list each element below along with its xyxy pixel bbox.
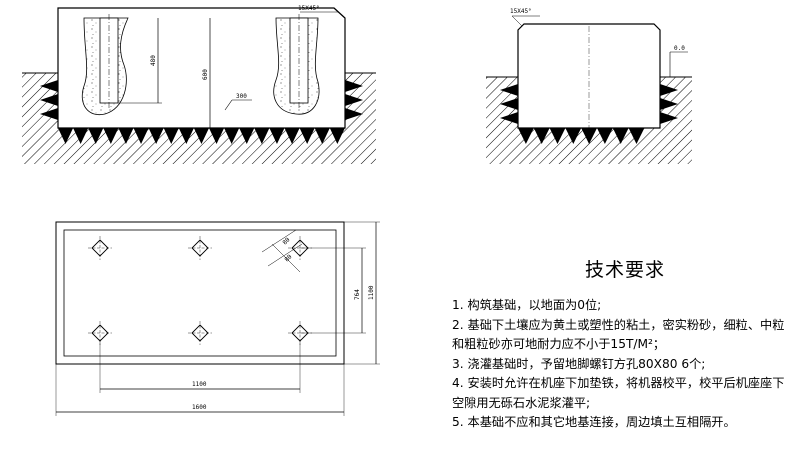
dim-1100-text: 1100 xyxy=(192,381,207,388)
right-elev-left-teeth xyxy=(500,84,518,124)
bottom-tooth xyxy=(597,128,613,144)
bottom-tooth xyxy=(314,128,330,144)
dim-width-text: 1100 xyxy=(368,285,375,300)
dim-80-text-b: 80 xyxy=(283,253,293,263)
bottom-tooth xyxy=(88,128,104,144)
bottom-tooth xyxy=(565,128,582,144)
right-side-teeth xyxy=(345,80,363,120)
dim-80-line-c xyxy=(271,243,301,273)
plan-view: 764 1100 80 80 1100 1600 xyxy=(55,221,380,416)
right-chamfer-label: 15X45° xyxy=(510,8,532,15)
plan-holes xyxy=(88,236,312,345)
left-side-teeth xyxy=(40,80,58,120)
note-line-4: 3. 浇灌基础时，予留地脚螺钉方孔80X80 6个; xyxy=(452,356,706,371)
bottom-tooth xyxy=(518,128,534,144)
bottom-tooth xyxy=(329,128,345,144)
bottom-tooth xyxy=(581,128,597,144)
note-line-1: 1. 构筑基础，以地面为0位; xyxy=(452,298,602,312)
bottom-tooth xyxy=(193,128,209,144)
dim-480-text: 480 xyxy=(150,55,157,66)
dim-1600-text: 1600 xyxy=(192,404,207,411)
note-line-7: 5. 本基础不应和其它地基连接，周边填土互相隔开。 xyxy=(452,415,736,429)
left-bottom-teeth xyxy=(58,128,345,144)
right-elev-bottom-teeth xyxy=(518,128,645,144)
bottom-tooth xyxy=(133,128,149,144)
notes-title: 技术要求 xyxy=(585,259,666,281)
note-line-6: 空隙用无砾石水泥浆灌平; xyxy=(452,395,591,410)
bottom-tooth xyxy=(58,128,74,144)
bottom-tooth xyxy=(148,128,164,144)
bottom-tooth xyxy=(163,128,179,144)
right-ground-hatch xyxy=(486,77,692,164)
bottom-tooth xyxy=(269,128,285,144)
dim-764-text: 764 xyxy=(354,289,361,300)
bottom-tooth xyxy=(224,128,240,144)
bottom-tooth xyxy=(239,128,255,144)
plan-inner-rect xyxy=(63,229,337,357)
right-chamfer-leader-a xyxy=(511,15,523,27)
note-line-3: 和粗粒砂亦可地耐力应不小于15T/M²； xyxy=(452,337,666,351)
bottom-tooth xyxy=(284,128,300,144)
dim-80-line-b xyxy=(267,243,303,267)
bottom-tooth xyxy=(299,128,315,144)
dim-300-leader xyxy=(224,99,233,111)
bottom-tooth xyxy=(209,128,225,144)
bottom-tooth xyxy=(103,128,119,144)
note-line-5: 4. 安装时允许在机座下加垫铁，将机器校平，校平后机座座下 xyxy=(452,376,785,390)
level-label: 0.0 xyxy=(674,45,685,52)
bottom-tooth xyxy=(533,128,550,144)
bottom-tooth xyxy=(118,128,134,144)
note-line-2: 2. 基础下土壤应为黄土或塑性的粘土，密实粉砂，细粒、中粒 xyxy=(452,317,785,332)
left-chamfer-label: 15X45° xyxy=(298,5,320,12)
bottom-tooth xyxy=(178,128,194,144)
bottom-tooth xyxy=(612,128,629,144)
bottom-tooth xyxy=(73,128,89,144)
left-chamfer-line xyxy=(333,7,346,19)
technical-notes: 1. 构筑基础，以地面为0位; 2. 基础下土壤应为黄土或塑性的粘土，密实粉砂，… xyxy=(452,296,798,433)
bottom-tooth xyxy=(628,128,645,144)
left-elevation: 480 600 300 15X45° xyxy=(22,5,376,164)
right-elev-right-teeth xyxy=(660,84,678,124)
right-elevation: 15X45° 0.0 xyxy=(486,8,692,164)
dim-80-line-a xyxy=(261,229,297,253)
dim-80-text-a: 80 xyxy=(281,236,291,246)
dim-300-text: 300 xyxy=(236,93,247,100)
bottom-tooth xyxy=(549,128,566,144)
dim-600-text: 600 xyxy=(202,69,209,80)
bottom-tooth xyxy=(254,128,270,144)
